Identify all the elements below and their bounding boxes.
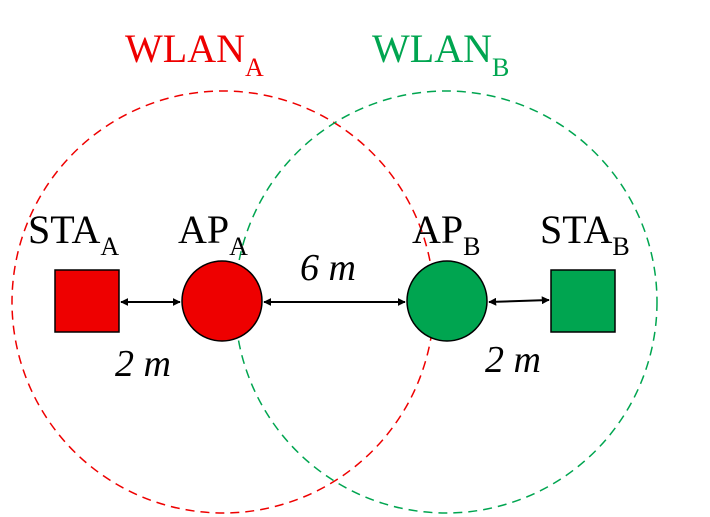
- ap-b-sta-b-link: [488, 296, 550, 306]
- sta-a-label: STAA: [28, 207, 119, 261]
- sta-a-node: [54, 269, 120, 333]
- ap-a-node: [181, 260, 263, 342]
- distance-ap-b-sta-b: 2 m: [485, 339, 541, 381]
- distance-ap-a-ap-b: 6 m: [300, 247, 356, 289]
- ap-b-label: APB: [412, 207, 480, 261]
- ap-b-node: [406, 260, 488, 342]
- wlan-a-label: WLANA: [125, 26, 264, 82]
- sta-b-label: STAB: [540, 207, 630, 261]
- wlan-b-label: WLANB: [372, 26, 509, 82]
- distance-sta-a-ap-a: 2 m: [115, 343, 171, 385]
- ap-a-label: APA: [178, 207, 248, 261]
- sta-b-node: [550, 269, 616, 333]
